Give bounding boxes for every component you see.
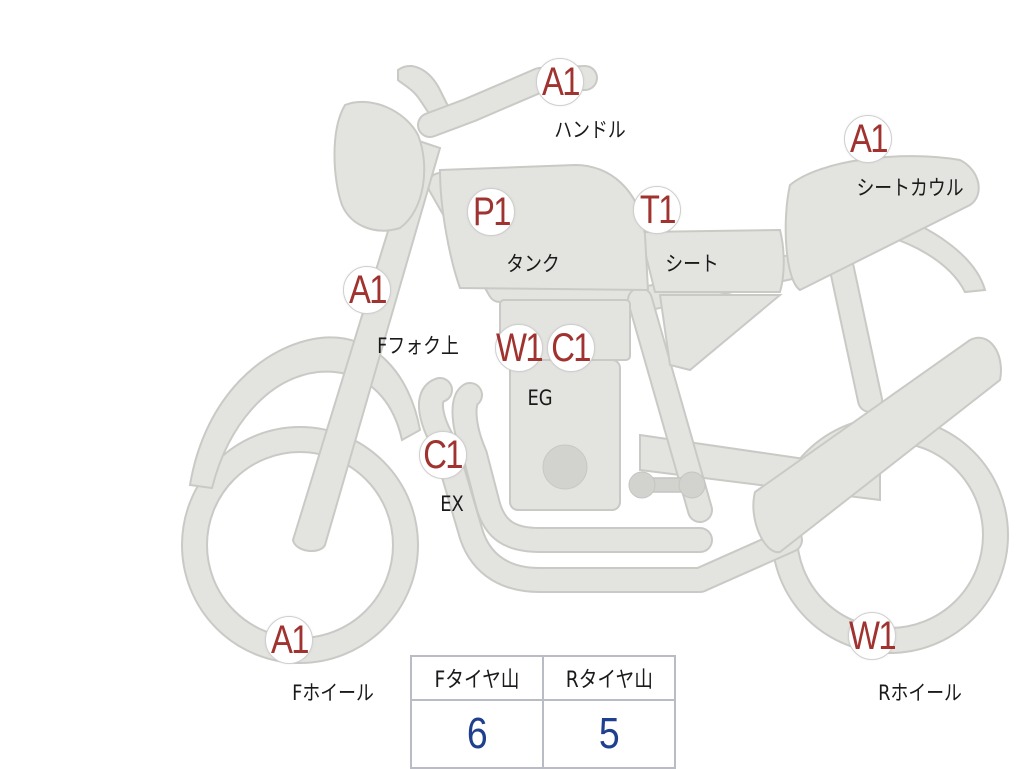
marker-front-wheel: A1 [265,616,313,664]
condition-code: C1 [551,326,592,370]
condition-code: T1 [639,188,676,232]
tire-tread-table: Fタイヤ山 Rタイヤ山 6 5 [410,655,676,769]
label-engine: EG [527,386,553,410]
label-handlebar: ハンドル [554,118,626,142]
label-front-wheel: Fホイール [292,681,374,705]
condition-code: P1 [472,190,511,234]
label-exhaust: EX [440,492,464,516]
marker-seat: T1 [633,186,681,234]
front-fork [291,138,442,552]
condition-code: A1 [348,268,387,312]
rear-tread-header: Rタイヤ山 [542,655,676,701]
seat [638,228,785,293]
rear-tread-value: 5 [542,699,676,769]
front-tread-value: 6 [410,699,544,769]
marker-handlebar: A1 [536,58,584,106]
side-cover [658,294,783,372]
condition-code: A1 [849,117,888,161]
exhaust-pipes [417,377,803,593]
label-tank: タンク [506,252,560,276]
marker-fork-upper: A1 [343,266,391,314]
marker-seat-cowl: A1 [844,115,892,163]
label-fork-upper: Fフォク上 [377,334,459,358]
label-seat: シート [665,252,719,276]
rear-shock [752,336,1002,554]
front-tread-header: Fタイヤ山 [410,655,544,701]
marker-tank: P1 [467,188,515,236]
condition-code: W1 [849,614,897,658]
marker-engine-c: C1 [547,324,595,372]
marker-engine-w: W1 [495,324,544,372]
headlight [333,100,426,232]
label-seat-cowl: シートカウル [856,176,964,200]
marker-rear-wheel: W1 [848,612,897,660]
seat-cowl [784,155,980,292]
condition-code: A1 [541,60,580,104]
label-rear-wheel: Rホイール [878,681,962,705]
condition-code: A1 [270,618,309,662]
condition-code: W1 [496,326,544,370]
condition-code: C1 [423,433,464,477]
marker-exhaust: C1 [419,431,467,479]
